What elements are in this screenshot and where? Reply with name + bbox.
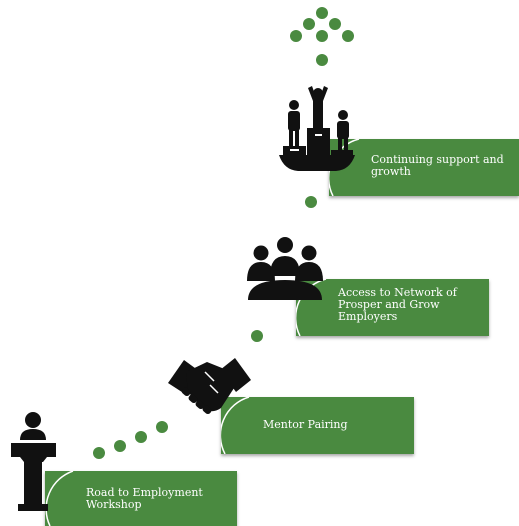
- top-ornament-dot: [342, 30, 354, 42]
- top-ornament-dot: [316, 7, 328, 19]
- top-ornament-dot: [290, 30, 302, 42]
- top-ornament-dot: [316, 30, 328, 42]
- step-3-label: Access to Network of Prosper and Grow Em…: [338, 286, 457, 323]
- path-dot: [156, 421, 168, 433]
- path-dot: [251, 330, 263, 342]
- top-ornament-dot: [329, 18, 341, 30]
- path-dot: [135, 431, 147, 443]
- top-ornament-dot: [316, 54, 328, 66]
- path-dot: [305, 196, 317, 208]
- step-1-label: Road to Employment Workshop: [86, 486, 203, 511]
- step-1-box: Road to Employment Workshop: [45, 471, 237, 526]
- step-2-box: Mentor Pairing: [221, 397, 414, 454]
- path-dot: [114, 440, 126, 452]
- step-2-label: Mentor Pairing: [263, 418, 348, 431]
- top-ornament-dot: [303, 18, 315, 30]
- step-4-label: Continuing support and growth: [371, 153, 504, 178]
- path-dot: [93, 447, 105, 459]
